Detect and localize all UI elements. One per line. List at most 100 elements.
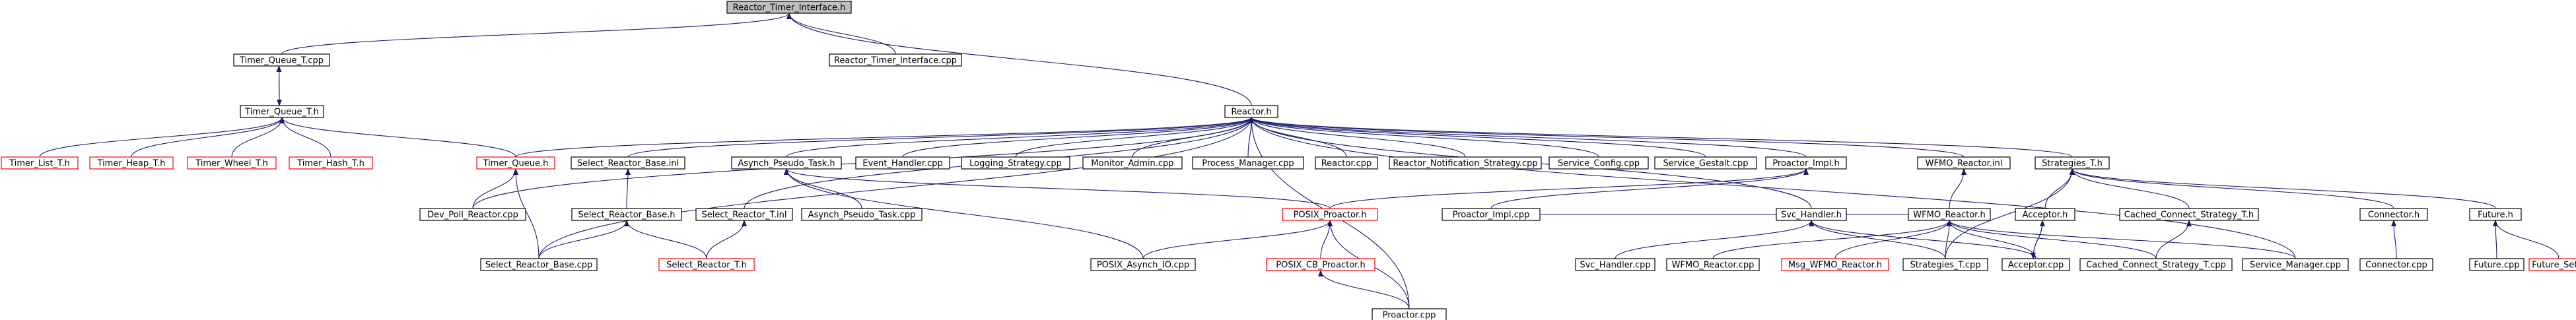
node-label: Process_Manager.cpp — [1202, 159, 1294, 169]
node-monitor-admin-cpp[interactable]: Monitor_Admin.cpp — [1082, 156, 1183, 170]
edge-timer-queue-h-to-timer-queue-t-h — [279, 117, 516, 158]
node-select-reactor-base-cpp[interactable]: Select_Reactor_Base.cpp — [480, 258, 598, 271]
node-dev-poll-reactor-cpp[interactable]: Dev_Poll_Reactor.cpp — [419, 208, 526, 221]
edge-cached-connect-strategy-t-cpp-to-wfmo-reactor-h — [1947, 220, 2157, 259]
node-reactor-timer-interface-h[interactable]: Reactor_Timer_Interface.h — [726, 1, 852, 14]
node-reactor-notification-strategy-cpp[interactable]: Reactor_Notification_Strategy.cpp — [1389, 156, 1542, 170]
node-label: Future.cpp — [2474, 261, 2519, 271]
edge-proactor-cpp-to-posix-cb-proactor-h — [1318, 270, 1410, 309]
node-box — [2469, 208, 2522, 221]
node-future-cpp[interactable]: Future.cpp — [2469, 258, 2524, 271]
edge-connector-cpp-to-connector-h — [2391, 220, 2397, 259]
node-reactor-cpp[interactable]: Reactor.cpp — [1315, 156, 1378, 170]
edge-layer — [39, 13, 2559, 309]
node-posix-asynch-io-cpp[interactable]: POSIX_Asynch_IO.cpp — [1090, 258, 1196, 271]
node-box — [1315, 156, 1378, 170]
node-future-h[interactable]: Future.h — [2469, 208, 2522, 221]
node-msg-wfmo-reactor-h[interactable]: Msg_WFMO_Reactor.h — [1781, 258, 1889, 271]
node-asynch-pseudo-task-cpp[interactable]: Asynch_Pseudo_Task.cpp — [801, 208, 922, 221]
node-label: Proactor.cpp — [1383, 311, 1436, 320]
node-box — [2359, 208, 2428, 221]
edge-asynch-pseudo-task-cpp-to-asynch-pseudo-task-h — [784, 168, 862, 209]
node-label: Select_Reactor_T.h — [666, 261, 747, 271]
node-timer-queue-t-h[interactable]: Timer_Queue_T.h — [240, 105, 324, 118]
node-box — [1442, 208, 1541, 221]
node-box — [1266, 258, 1375, 271]
node-event-handler-cpp[interactable]: Event_Handler.cpp — [855, 156, 950, 170]
node-label: Select_Reactor_Base.h — [578, 210, 675, 220]
node-box — [2015, 208, 2075, 221]
node-timer-heap-t-h[interactable]: Timer_Heap_T.h — [89, 156, 174, 170]
edge-select-reactor-base-h-to-select-reactor-base-inl — [625, 168, 631, 209]
node-service-config-cpp[interactable]: Service_Config.cpp — [1549, 156, 1649, 170]
node-logging-strategy-cpp[interactable]: Logging_Strategy.cpp — [961, 156, 1070, 170]
node-proactor-cpp[interactable]: Proactor.cpp — [1372, 308, 1447, 320]
node-box — [1908, 208, 1991, 221]
node-timer-list-t-h[interactable]: Timer_List_T.h — [1, 156, 79, 170]
node-strategies-t-h[interactable]: Strategies_T.h — [2035, 156, 2110, 170]
node-label: Reactor_Timer_Interface.h — [733, 3, 846, 13]
node-future-set-h[interactable]: Future_Set.h — [2528, 258, 2576, 271]
node-timer-hash-t-h[interactable]: Timer_Hash_T.h — [289, 156, 373, 170]
node-svc-handler-h[interactable]: Svc_Handler.h — [1776, 208, 1847, 221]
node-box — [695, 208, 793, 221]
node-connector-cpp[interactable]: Connector.cpp — [2359, 258, 2433, 271]
node-reactor-timer-interface-cpp[interactable]: Reactor_Timer_Interface.cpp — [829, 53, 962, 67]
node-cached-connect-strategy-t-cpp[interactable]: Cached_Connect_Strategy_T.cpp — [2079, 258, 2233, 271]
node-wfmo-reactor-inl[interactable]: WFMO_Reactor.inl — [1917, 156, 2011, 170]
edge-timer-queue-h-to-reactor-h — [515, 117, 1254, 158]
node-svc-handler-cpp[interactable]: Svc_Handler.cpp — [1575, 258, 1655, 271]
node-label: Proactor_Impl.h — [1772, 159, 1839, 169]
node-label: Future.h — [2478, 210, 2513, 220]
node-timer-queue-h[interactable]: Timer_Queue.h — [476, 156, 555, 170]
node-timer-wheel-t-h[interactable]: Timer_Wheel_T.h — [187, 156, 277, 170]
node-proactor-impl-cpp[interactable]: Proactor_Impl.cpp — [1442, 208, 1541, 221]
node-select-reactor-base-inl[interactable]: Select_Reactor_Base.inl — [571, 156, 685, 170]
node-box — [2469, 258, 2524, 271]
node-select-reactor-t-inl[interactable]: Select_Reactor_T.inl — [695, 208, 793, 221]
node-label: Reactor_Timer_Interface.cpp — [834, 56, 957, 66]
node-cached-connect-strategy-t-h[interactable]: Cached_Connect_Strategy_T.h — [2119, 208, 2259, 221]
node-label: Msg_WFMO_Reactor.h — [1788, 261, 1882, 271]
edge-strategies-t-h-to-reactor-h — [1249, 117, 2073, 158]
node-box — [1282, 208, 1378, 221]
node-label: Timer_Queue_T.h — [244, 108, 319, 117]
edge-future-set-h-to-future-h — [2493, 220, 2559, 259]
node-wfmo-reactor-cpp[interactable]: WFMO_Reactor.cpp — [1666, 258, 1760, 271]
node-box — [240, 105, 324, 118]
node-box — [1765, 156, 1847, 170]
node-box — [233, 53, 330, 67]
node-posix-cb-proactor-h[interactable]: POSIX_CB_Proactor.h — [1266, 258, 1375, 271]
node-label: Connector.cpp — [2365, 261, 2427, 271]
node-label: Svc_Handler.h — [1781, 210, 1842, 220]
node-strategies-t-cpp[interactable]: Strategies_T.cpp — [1902, 258, 1988, 271]
node-asynch-pseudo-task-h[interactable]: Asynch_Pseudo_Task.h — [731, 156, 842, 170]
edge-timer-queue-t-cpp-to-timer-queue-t-h — [276, 65, 282, 106]
node-proactor-impl-h[interactable]: Proactor_Impl.h — [1765, 156, 1847, 170]
node-posix-proactor-h[interactable]: POSIX_Proactor.h — [1282, 208, 1378, 221]
node-box — [2242, 258, 2349, 271]
node-reactor-h[interactable]: Reactor.h — [1224, 105, 1278, 118]
edge-posix-proactor-h-to-asynch-pseudo-task-h — [784, 168, 1331, 209]
node-connector-h[interactable]: Connector.h — [2359, 208, 2428, 221]
node-label: WFMO_Reactor.h — [1913, 210, 1985, 220]
edge-connector-h-to-strategies-t-h — [2070, 168, 2394, 209]
node-label: Strategies_T.cpp — [1910, 261, 1980, 271]
node-process-manager-cpp[interactable]: Process_Manager.cpp — [1192, 156, 1304, 170]
node-wfmo-reactor-h[interactable]: WFMO_Reactor.h — [1908, 208, 1991, 221]
edge-select-reactor-base-cpp-to-reactor-h — [538, 117, 1254, 259]
node-box — [2002, 258, 2070, 271]
node-label: Logging_Strategy.cpp — [969, 159, 1062, 169]
node-acceptor-h[interactable]: Acceptor.h — [2015, 208, 2075, 221]
node-select-reactor-t-h[interactable]: Select_Reactor_T.h — [658, 258, 755, 271]
edge-msg-wfmo-reactor-h-to-wfmo-reactor-h — [1834, 220, 1952, 259]
node-box — [1224, 105, 1278, 118]
node-select-reactor-base-h[interactable]: Select_Reactor_Base.h — [571, 208, 682, 221]
node-service-gestalt-cpp[interactable]: Service_Gestalt.cpp — [1654, 156, 1757, 170]
node-box — [571, 208, 682, 221]
node-box — [480, 258, 598, 271]
node-timer-queue-t-cpp[interactable]: Timer_Queue_T.cpp — [233, 53, 330, 67]
node-acceptor-cpp[interactable]: Acceptor.cpp — [2002, 258, 2070, 271]
node-service-manager-cpp[interactable]: Service_Manager.cpp — [2242, 258, 2349, 271]
